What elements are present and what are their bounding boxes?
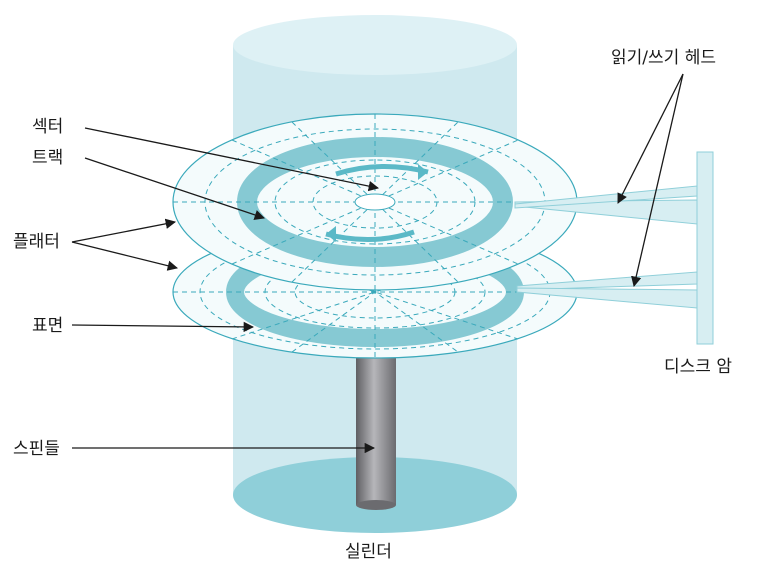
spindle-shape — [356, 350, 396, 510]
label-platter: 플래터 — [13, 232, 60, 252]
platter-hole — [354, 193, 396, 211]
arrow-head-lower — [631, 73, 684, 288]
arrow-platter-lower — [71, 241, 179, 271]
arrow-sector — [84, 127, 380, 192]
arrow-surface — [71, 321, 255, 333]
label-rw-head: 읽기/쓰기 헤드 — [611, 48, 716, 68]
pointer-arrows — [71, 73, 684, 454]
label-cylinder: 실린더 — [345, 542, 392, 562]
label-disk-arm: 디스크 암 — [664, 357, 732, 377]
label-sector: 섹터 — [32, 117, 63, 137]
label-track: 트랙 — [32, 148, 63, 168]
label-surface: 표면 — [32, 316, 63, 336]
arrow-track — [84, 157, 265, 220]
disk-arm-shape — [514, 151, 714, 345]
arrow-head-upper — [617, 73, 684, 204]
arrow-platter-upper — [71, 218, 177, 243]
label-spindle: 스핀들 — [13, 439, 60, 459]
